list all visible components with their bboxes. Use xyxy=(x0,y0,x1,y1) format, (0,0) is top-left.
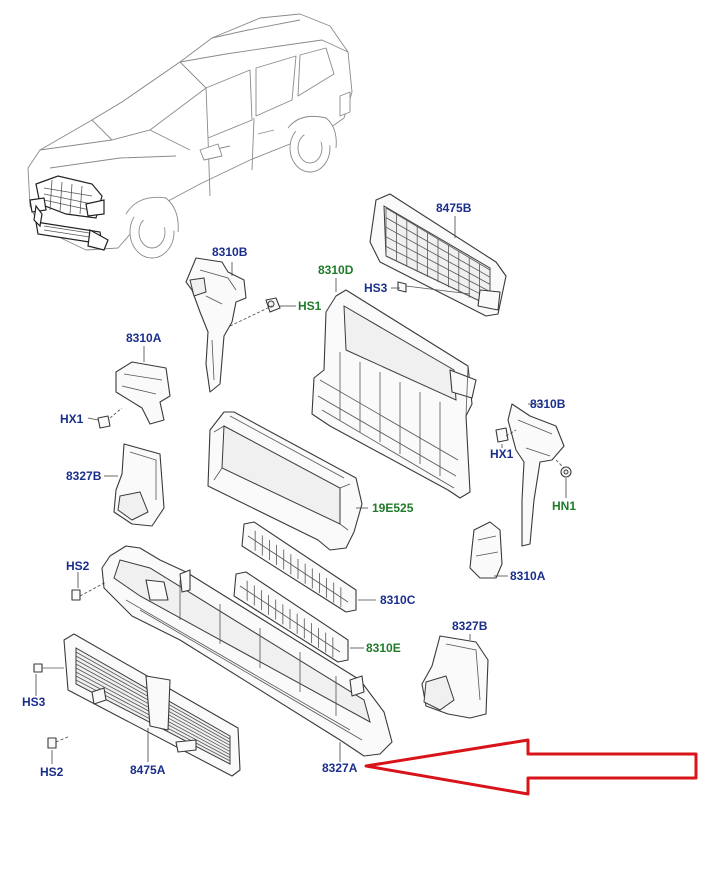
label-hs2-upper: HS2 xyxy=(66,559,90,573)
locator-front-highlight xyxy=(29,175,109,251)
part-8475b-upper-grille xyxy=(369,193,507,317)
label-8327b-right: 8327B xyxy=(452,619,488,633)
fastener-hn1-nut xyxy=(560,466,572,478)
label-8310e: 8310E xyxy=(366,641,401,655)
label-hn1: HN1 xyxy=(552,499,576,513)
part-8310b-left-bracket xyxy=(185,257,247,393)
fastener-hx1-left xyxy=(97,415,111,429)
fastener-hs2-upper xyxy=(71,589,81,601)
label-hx1-right: HX1 xyxy=(490,447,514,461)
fastener-hs1-clip xyxy=(265,297,281,313)
label-8327b-left: 8327B xyxy=(66,469,102,483)
part-8310d-upper-shroud xyxy=(311,289,477,499)
part-8310c-grille-insert xyxy=(241,521,357,613)
label-8310c: 8310C xyxy=(380,593,416,607)
label-8310d: 8310D xyxy=(318,263,354,277)
part-8310a-left-duct xyxy=(115,361,171,425)
part-8327b-right-deflector xyxy=(421,635,489,719)
fastener-hs2-lower xyxy=(47,737,57,749)
grille-8310e-slats xyxy=(239,580,341,658)
decorative-stroke xyxy=(385,217,491,278)
fastener-hs3-bottom xyxy=(33,663,64,673)
leader-lines xyxy=(35,216,567,764)
grille-8310c-slats xyxy=(247,530,349,608)
decorative-stroke xyxy=(385,236,491,292)
label-hs3-bottom: HS3 xyxy=(22,695,46,709)
fastener-hs3-top-screw xyxy=(397,281,471,295)
label-8327a: 8327A xyxy=(322,761,358,775)
part-8475a-active-shutter xyxy=(63,633,241,777)
decorative-stroke xyxy=(385,246,491,300)
label-8310a-left: 8310A xyxy=(126,331,162,345)
fastener-hx1-right xyxy=(495,427,509,443)
part-8327b-left-deflector xyxy=(113,443,165,527)
vehicle-locator-illustration xyxy=(27,13,353,259)
label-8310b-left: 8310B xyxy=(212,245,248,259)
decorative-stroke xyxy=(385,207,491,271)
label-hs3-top: HS3 xyxy=(364,281,388,295)
part-8310e-grille-insert xyxy=(233,571,349,663)
part-19e525-frame xyxy=(207,411,363,551)
label-hs2-lower: HS2 xyxy=(40,765,64,779)
decorative-stroke xyxy=(385,255,491,307)
label-hs1: HS1 xyxy=(298,299,322,313)
label-8475a: 8475A xyxy=(130,763,166,777)
label-8310a-right: 8310A xyxy=(510,569,546,583)
part-8310a-right-duct xyxy=(469,521,503,579)
part-8327a-bumper-carrier xyxy=(101,545,393,757)
part-labels: 8475B 8310D 8310B HS1 HS3 8310A HX1 8310… xyxy=(22,201,576,779)
decorative-stroke xyxy=(385,226,491,285)
label-19e525: 19E525 xyxy=(372,501,414,515)
decorative-stroke xyxy=(239,585,341,653)
label-8310b-right: 8310B xyxy=(530,397,566,411)
decorative-stroke xyxy=(247,535,349,603)
label-8475b: 8475B xyxy=(436,201,472,215)
part-8310b-right-bracket xyxy=(507,403,565,547)
pointer-arrow xyxy=(364,738,698,796)
label-hx1-left: HX1 xyxy=(60,412,84,426)
